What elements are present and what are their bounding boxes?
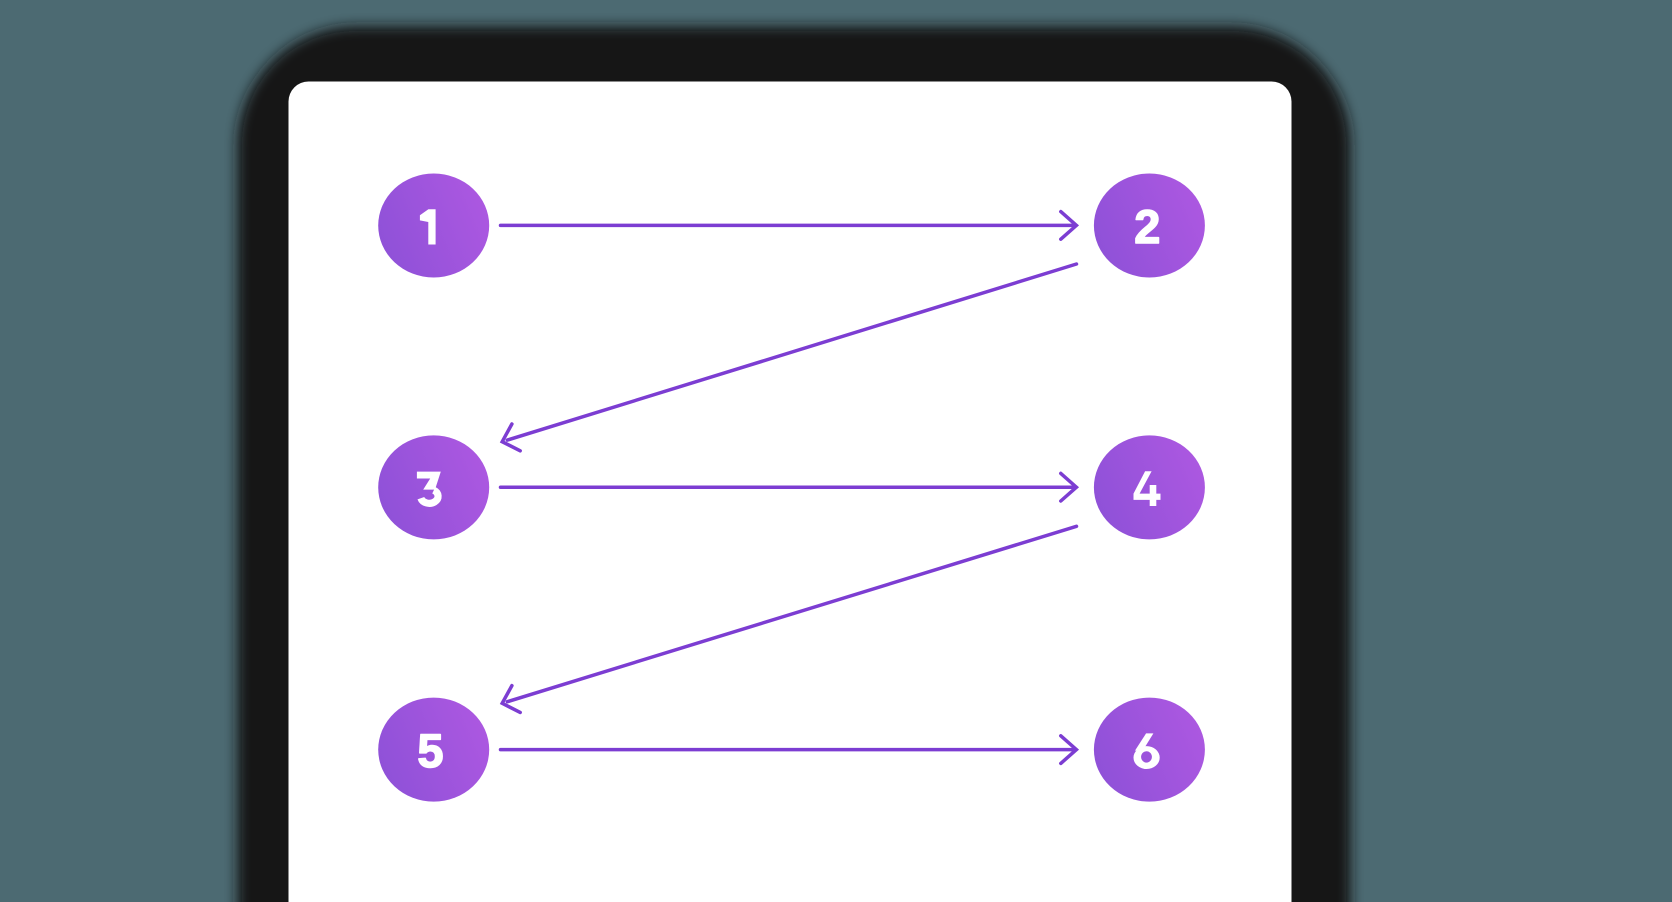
svg-text:5: 5 — [417, 724, 443, 777]
svg-text:2: 2 — [1134, 200, 1160, 253]
